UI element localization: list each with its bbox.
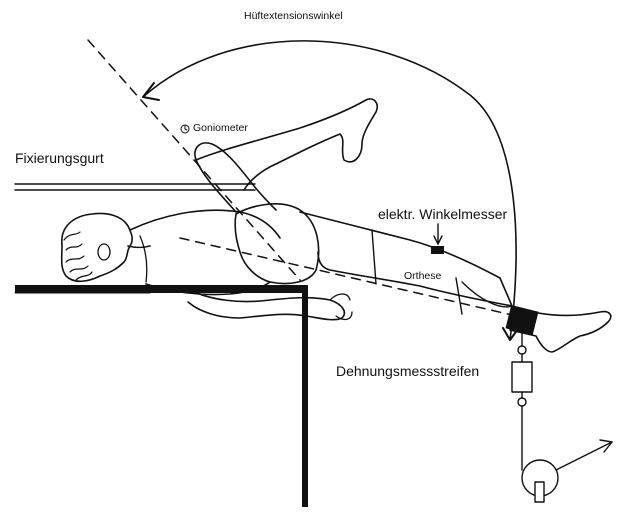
strain-gauge-assembly	[512, 332, 612, 502]
goniometer-icon	[181, 125, 189, 133]
reference-lines	[88, 40, 525, 318]
strain-gauge-box	[512, 362, 532, 392]
label-strain-gauge: Dehnungsmessstreifen	[336, 363, 479, 379]
label-electronic-angle-meter: elektr. Winkelmesser	[378, 206, 507, 222]
patient-figure	[62, 99, 611, 352]
label-goniometer: Goniometer	[193, 122, 248, 134]
label-hip-extension-angle: Hüftextensionswinkel	[244, 10, 343, 22]
label-fixation-strap: Fixierungsgurt	[15, 150, 104, 166]
shorts	[235, 204, 318, 284]
torso	[130, 210, 280, 294]
raised-shin	[196, 99, 377, 190]
label-orthosis: Orthese	[404, 270, 441, 282]
table	[15, 285, 308, 507]
table-leg	[302, 285, 308, 507]
raised-thigh	[195, 143, 276, 212]
angle-meter-marker	[431, 224, 444, 254]
straight-thigh	[300, 212, 512, 306]
